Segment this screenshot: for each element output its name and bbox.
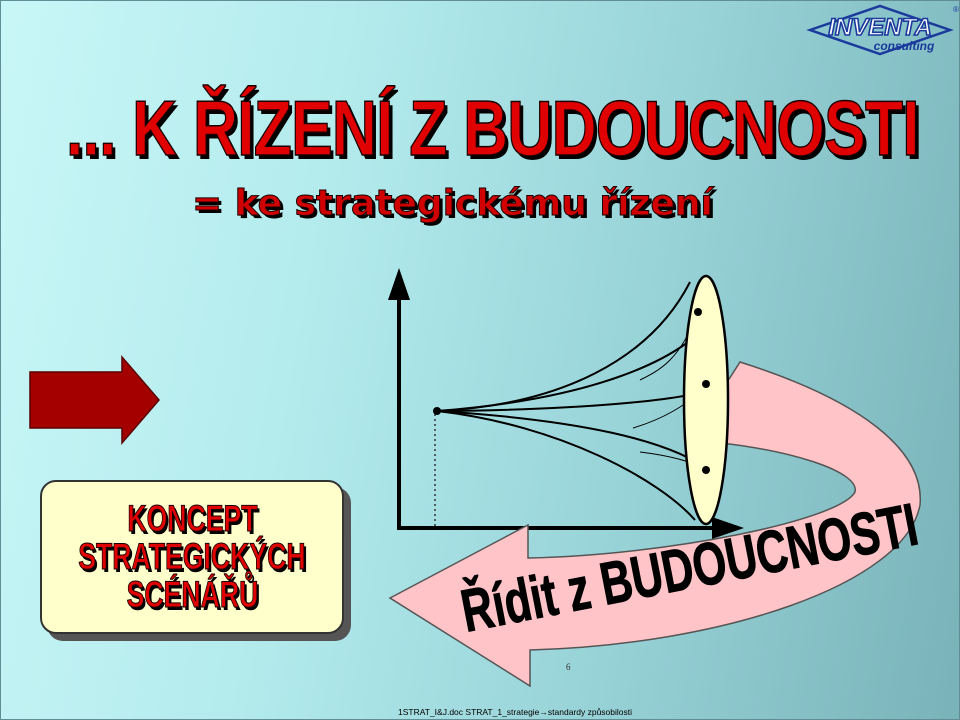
scenario-curve	[436, 314, 716, 412]
concept-line: SCÉNÁŘŮ	[126, 574, 258, 615]
scenario-funnel	[436, 281, 716, 521]
scenario-endpoint	[702, 466, 710, 474]
logo-subtitle: consulting	[874, 39, 935, 53]
scenario-endpoints	[694, 308, 710, 474]
logo-diamond-shape	[806, 4, 954, 56]
concept-line: STRATEGICKÝCH	[78, 536, 306, 577]
slide-headline: ... K ŘÍZENÍ Z BUDOUCNOSTI	[65, 84, 920, 172]
curved-arrow	[388, 361, 921, 688]
scenario-curve	[436, 410, 713, 473]
footer-filename: 1STRAT_I&J.doc STRAT_1_strategie→standar…	[398, 707, 633, 717]
start-point	[433, 407, 441, 415]
scenario-curve	[436, 410, 696, 521]
scenario-endpoint	[694, 308, 702, 316]
block-arrow	[29, 354, 160, 446]
y-axis-arrowhead	[388, 268, 410, 300]
concept-line: KONCEPT	[126, 498, 258, 539]
future-ellipse	[682, 274, 730, 526]
x-axis-arrowhead	[712, 517, 744, 539]
scenario-curve	[436, 281, 691, 412]
registered-mark: ®	[953, 5, 959, 14]
slide-subheadline: = ke strategickému řízení	[192, 183, 714, 225]
concept-box: KONCEPT STRATEGICKÝCH SCÉNÁŘŮ	[40, 480, 344, 634]
logo-wordmark: INVENTA	[828, 14, 932, 41]
scenario-endpoint	[702, 380, 710, 388]
inventa-logo: INVENTA consulting ®	[806, 4, 959, 56]
page-number: 6	[566, 662, 571, 672]
